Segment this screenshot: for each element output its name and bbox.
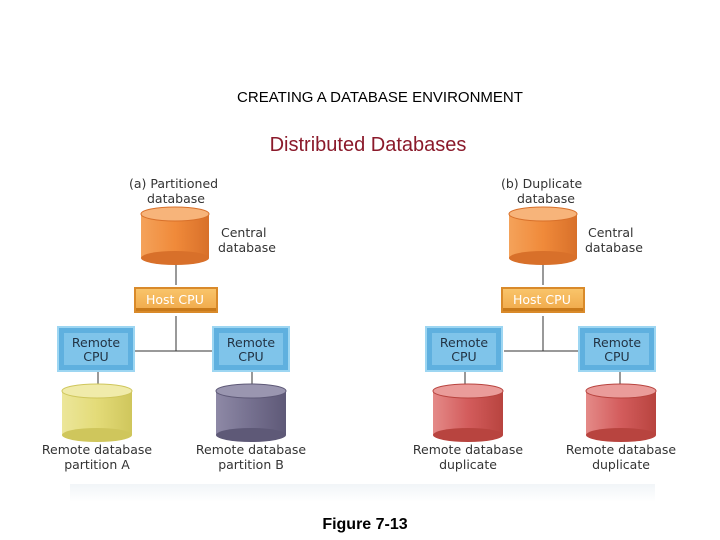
partition-b-line2: partition B: [218, 457, 284, 472]
remote-b-right-line2: CPU: [604, 349, 630, 364]
remote-b-left-line1: Remote: [439, 335, 489, 350]
partition-a-line1: Remote database: [41, 442, 153, 457]
central-b-line2: database: [585, 240, 643, 255]
remote-a-right-line2: CPU: [238, 349, 264, 364]
partition-a-line2: partition A: [64, 457, 130, 472]
slide-title: Distributed Databases: [269, 134, 467, 156]
duplicate-right-line1: Remote database: [565, 442, 677, 457]
diagram-b-label: (b) Duplicate database: [501, 176, 582, 206]
central-database-a-label: Central database: [218, 225, 276, 255]
remote-a-left-line1: Remote: [71, 335, 121, 350]
partition-b-line1: Remote database: [195, 442, 307, 457]
remote-cpu-a-left: Remote CPU: [57, 326, 135, 372]
duplicate-right-cylinder: [585, 383, 657, 442]
slide-header: CREATING A DATABASE ENVIRONMENT: [237, 89, 523, 106]
duplicate-left-cylinder: [432, 383, 504, 442]
duplicate-left-label: Remote database duplicate: [407, 442, 529, 472]
central-database-b-cylinder: [508, 206, 578, 265]
diagram-a-label: (a) Partitioned database: [129, 176, 218, 206]
partition-a-cylinder: [61, 383, 133, 442]
host-cpu-b: Host CPU: [501, 287, 585, 313]
figure-caption: Figure 7-13: [322, 516, 408, 533]
duplicate-left-line2: duplicate: [439, 457, 497, 472]
duplicate-right-label: Remote database duplicate: [560, 442, 682, 472]
diagram-a-connectors: [97, 264, 253, 385]
diagram-b-label-line1: (b) Duplicate: [501, 176, 583, 191]
remote-a-left-line2: CPU: [83, 349, 109, 364]
central-a-line1: Central: [221, 225, 267, 240]
remote-a-right-line1: Remote: [226, 335, 276, 350]
partition-b-cylinder: [215, 383, 287, 442]
remote-b-right-line1: Remote: [592, 335, 642, 350]
duplicate-right-line2: duplicate: [592, 457, 650, 472]
figure-bottom-fade: [70, 484, 655, 502]
remote-cpu-b-right: Remote CPU: [578, 326, 656, 372]
central-database-a-cylinder: [140, 206, 210, 265]
remote-cpu-b-left: Remote CPU: [425, 326, 503, 372]
duplicate-left-line1: Remote database: [412, 442, 524, 457]
diagram-a-label-line2: database: [147, 191, 205, 206]
remote-cpu-a-right: Remote CPU: [212, 326, 290, 372]
remote-b-left-line2: CPU: [451, 349, 477, 364]
partition-a-label: Remote database partition A: [36, 442, 158, 472]
central-b-line1: Central: [588, 225, 634, 240]
central-a-line2: database: [218, 240, 276, 255]
diagram-b-label-line2: database: [517, 191, 575, 206]
host-cpu-a: Host CPU: [134, 287, 218, 313]
central-database-b-label: Central database: [585, 225, 643, 255]
partition-b-label: Remote database partition B: [190, 442, 312, 472]
diagram-a-label-line1: (a) Partitioned: [129, 176, 219, 191]
diagram-b-connectors: [464, 264, 621, 385]
